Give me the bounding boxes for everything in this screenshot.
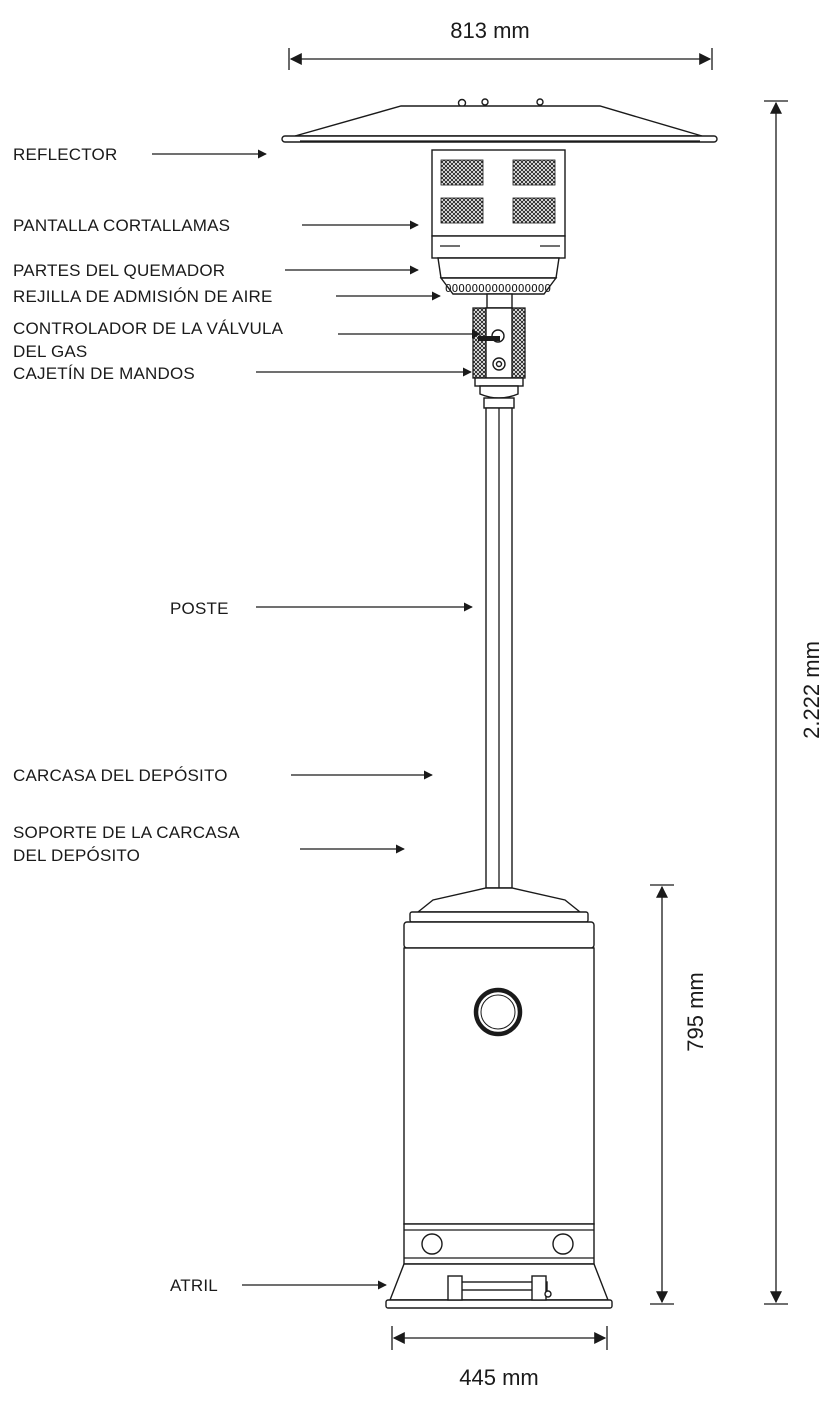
post-part xyxy=(485,407,513,889)
label-text-flame-screen: PANTALLA CORTALLAMAS xyxy=(13,216,230,235)
label-air-intake: REJILLA DE ADMISIÓN DE AIRE xyxy=(13,287,441,306)
reflector-part xyxy=(281,98,718,143)
label-flame-screen: PANTALLA CORTALLAMAS xyxy=(13,216,419,235)
label-text-tank-housing: CARCASA DEL DEPÓSITO xyxy=(13,766,228,785)
flame-screen-part xyxy=(431,149,566,259)
heater-drawing: OOOOOOOOOOOOOOOO xyxy=(281,98,718,1309)
label-base: ATRIL xyxy=(170,1276,387,1295)
total-height-text: 2.222 mm xyxy=(799,641,824,739)
label-text-reflector: REFLECTOR xyxy=(13,145,117,164)
label-control-box: CAJETÍN DE MANDOS xyxy=(13,364,472,383)
dimension-reflector-width: 813 mm xyxy=(288,18,713,70)
burner-part: OOOOOOOOOOOOOOOO xyxy=(437,257,560,295)
dimension-total-height: 2.222 mm xyxy=(764,100,824,1305)
tank-housing-part xyxy=(403,947,595,1225)
label-text-gas-valve-line1: CONTROLADOR DE LA VÁLVULA xyxy=(13,319,284,338)
label-gas-valve: CONTROLADOR DE LA VÁLVULA DEL GAS xyxy=(13,319,481,361)
label-text-air-intake: REJILLA DE ADMISIÓN DE AIRE xyxy=(13,287,273,306)
label-text-base: ATRIL xyxy=(170,1276,218,1295)
label-text-control-box: CAJETÍN DE MANDOS xyxy=(13,364,195,383)
housing-height-text: 795 mm xyxy=(683,972,708,1051)
label-text-post: POSTE xyxy=(170,599,229,618)
label-post: POSTE xyxy=(170,599,473,618)
control-box-part xyxy=(472,293,526,409)
dimension-housing-height: 795 mm xyxy=(650,884,708,1305)
base-width-text: 445 mm xyxy=(459,1365,538,1390)
reflector-width-text: 813 mm xyxy=(450,18,529,43)
label-text-burner-parts: PARTES DEL QUEMADOR xyxy=(13,261,225,280)
label-burner-parts: PARTES DEL QUEMADOR xyxy=(13,261,419,280)
label-text-housing-support-line1: SOPORTE DE LA CARCASA xyxy=(13,823,240,842)
svg-text:OOOOOOOOOOOOOOOO: OOOOOOOOOOOOOOOO xyxy=(445,282,551,295)
label-text-gas-valve-line2: DEL GAS xyxy=(13,342,87,361)
base-part xyxy=(385,1263,613,1309)
label-reflector: REFLECTOR xyxy=(13,145,267,164)
label-tank-housing: CARCASA DEL DEPÓSITO xyxy=(13,766,433,785)
housing-top-part xyxy=(403,887,595,949)
label-text-housing-support-line2: DEL DEPÓSITO xyxy=(13,846,140,865)
dimension-base-width: 445 mm xyxy=(391,1326,608,1390)
housing-support-part xyxy=(403,1223,595,1265)
label-housing-support: SOPORTE DE LA CARCASA DEL DEPÓSITO xyxy=(13,823,405,865)
